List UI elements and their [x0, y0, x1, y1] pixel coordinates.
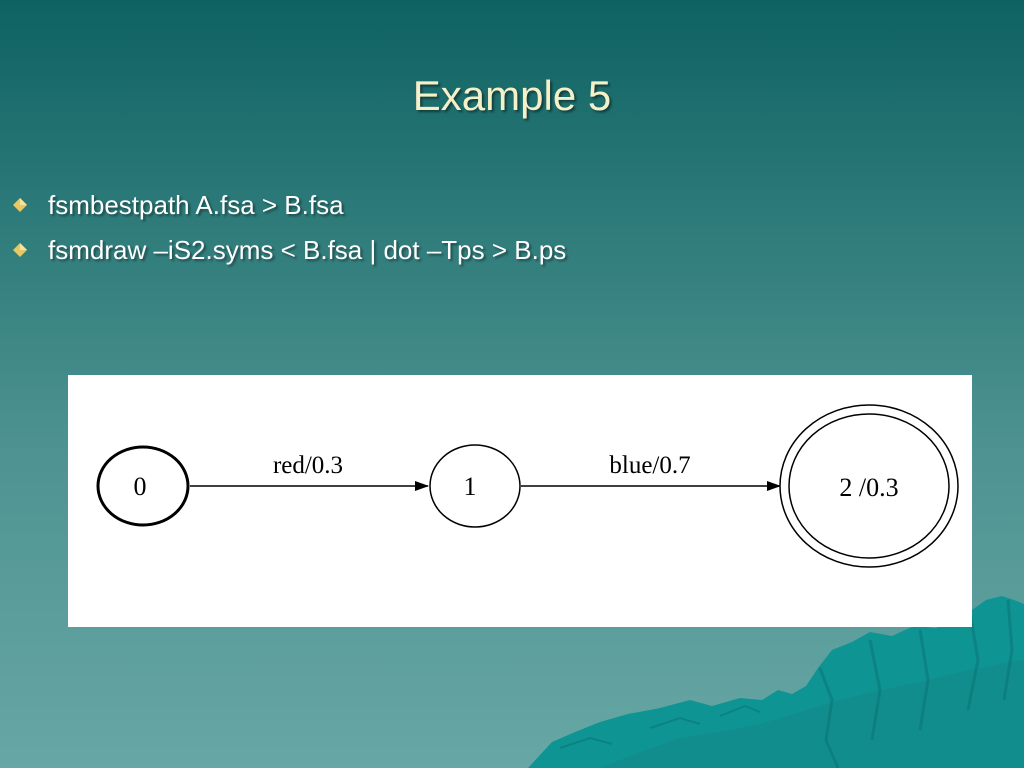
- bullet-text: fsmbestpath A.fsa > B.fsa: [48, 190, 344, 220]
- state-label-1: 1: [464, 472, 477, 501]
- edge-label-0-1: red/0.3: [273, 452, 343, 479]
- bullet-list: fsmbestpath A.fsa > B.fsa fsmdraw –iS2.s…: [10, 183, 566, 273]
- state-label-2: 2 /0.3: [839, 473, 898, 502]
- state-2: [788, 413, 950, 559]
- diamond-bullet-icon: [13, 198, 27, 212]
- bullet-text: fsmdraw –iS2.syms < B.fsa | dot –Tps > B…: [48, 235, 567, 265]
- bullet-item: fsmdraw –iS2.syms < B.fsa | dot –Tps > B…: [10, 228, 566, 273]
- diamond-bullet-icon: [13, 243, 27, 257]
- state-0: [96, 445, 190, 527]
- state-1: [429, 444, 521, 528]
- state-label-0: 0: [134, 472, 147, 501]
- fsa-diagram: red/0.3 blue/0.7 0 1 2 /0.3: [68, 375, 972, 627]
- bullet-item: fsmbestpath A.fsa > B.fsa: [10, 183, 566, 228]
- slide-title: Example 5: [412, 72, 612, 119]
- edge-label-1-2: blue/0.7: [609, 452, 690, 479]
